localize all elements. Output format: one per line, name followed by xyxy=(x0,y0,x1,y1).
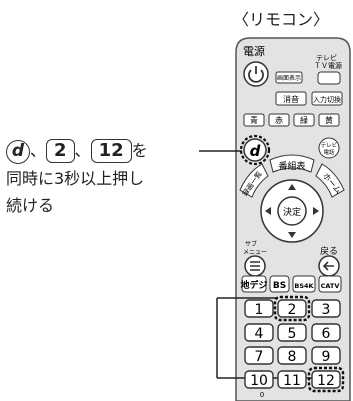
number-key-1[interactable] xyxy=(244,299,274,318)
enter-button xyxy=(277,196,307,226)
key-12-highlight xyxy=(307,366,345,393)
input-switch-label: 入力切換 xyxy=(313,95,341,104)
color-buttons: 青赤緑黄 xyxy=(243,113,340,127)
number-key-7[interactable] xyxy=(244,346,274,365)
instruction-line-3: 続ける xyxy=(6,196,55,215)
tv-phone-label: テレビ xyxy=(321,141,338,149)
back-arrow-icon xyxy=(322,261,334,271)
color-button-1[interactable] xyxy=(243,113,265,127)
number-key-label: 7 xyxy=(255,349,264,365)
broadcast-button-4[interactable] xyxy=(318,275,342,293)
d-button-label: d xyxy=(250,142,261,160)
input-switch-button xyxy=(311,91,343,106)
number-key-5[interactable] xyxy=(277,323,307,342)
number-key-label: 9 xyxy=(322,349,331,365)
svg-text:電話: 電話 xyxy=(323,148,335,156)
mute-label: 消音 xyxy=(283,94,299,104)
screen-display-button xyxy=(275,71,303,84)
zero-label: 0 xyxy=(260,391,264,399)
color-button-label: 黄 xyxy=(325,115,333,125)
number-key-label: 12 xyxy=(317,373,335,389)
number-key-6[interactable] xyxy=(311,323,341,342)
back-label: 戻る xyxy=(320,245,338,257)
sub-menu-label: サブ xyxy=(245,240,257,248)
broadcast-button-3[interactable] xyxy=(292,275,316,293)
number-key-3[interactable] xyxy=(311,299,341,318)
number-key-label: 5 xyxy=(288,326,297,342)
instruction-suffix: を xyxy=(131,141,148,160)
screen-display-label: 画面表示 xyxy=(277,74,301,82)
key-2-highlight xyxy=(273,295,311,322)
power-icon xyxy=(248,69,264,83)
color-button-label: 青 xyxy=(250,115,258,125)
key-12-symbol: 12 xyxy=(90,139,132,163)
number-key-label: 2 xyxy=(288,302,297,318)
number-key-label: 11 xyxy=(283,373,301,389)
broadcast-button-2[interactable] xyxy=(269,275,290,293)
d-key-symbol: d xyxy=(6,140,30,164)
left-arrow-icon xyxy=(265,207,271,215)
program-guide-button xyxy=(269,154,315,173)
number-key-2[interactable] xyxy=(277,299,307,318)
color-button-4[interactable] xyxy=(318,113,340,127)
d-button-highlight xyxy=(239,134,271,166)
number-key-4[interactable] xyxy=(244,323,274,342)
broadcast-button-label: BS xyxy=(273,281,286,291)
power-label: 電源 xyxy=(243,44,265,58)
program-guide-label: 番組表 xyxy=(278,160,305,172)
separator: 、 xyxy=(74,141,91,160)
down-arrow-icon xyxy=(288,232,296,238)
tv-power-button xyxy=(317,71,341,85)
svg-text:メニュー: メニュー xyxy=(243,249,267,256)
number-key-label: 4 xyxy=(255,326,264,342)
separator: 、 xyxy=(30,141,47,160)
home-button xyxy=(315,163,345,198)
up-arrow-icon xyxy=(288,184,296,190)
number-key-label: 1 xyxy=(255,302,264,318)
d-button xyxy=(243,138,267,162)
key-2-symbol: 2 xyxy=(46,139,75,163)
broadcast-button-label: BS4K xyxy=(294,282,314,290)
tv-phone-button xyxy=(318,137,340,159)
broadcast-button-1[interactable] xyxy=(241,275,267,293)
number-key-9[interactable] xyxy=(311,346,341,365)
remote-caption: 〈リモコン〉 xyxy=(233,10,330,29)
number-key-label: 8 xyxy=(288,349,297,365)
color-button-2[interactable] xyxy=(268,113,290,127)
mute-button xyxy=(275,91,307,106)
number-key-12[interactable] xyxy=(311,370,341,389)
color-button-label: 赤 xyxy=(275,116,283,125)
number-key-label: 6 xyxy=(322,326,331,342)
right-arrow-icon xyxy=(313,207,319,215)
tv-power-label: ＴＶ電源 xyxy=(314,61,342,70)
number-key-11[interactable] xyxy=(277,370,307,389)
number-key-label: 10 xyxy=(250,373,268,389)
number-key-10[interactable] xyxy=(244,370,274,389)
recorded-list-button xyxy=(239,163,269,198)
broadcast-button-label: CATV xyxy=(321,282,340,290)
broadcast-buttons: 地デジ BS BS4K CATV xyxy=(240,275,342,293)
tv-label: テレビ xyxy=(316,53,337,62)
number-key-label: 3 xyxy=(322,302,331,318)
enter-label: 決定 xyxy=(283,206,301,218)
instruction-line-2: 同時に3秒以上押し xyxy=(6,169,145,188)
color-button-label: 緑 xyxy=(300,115,308,125)
number-key-8[interactable] xyxy=(277,346,307,365)
broadcast-button-label: 地デジ xyxy=(240,279,267,291)
color-button-3[interactable] xyxy=(293,113,315,127)
